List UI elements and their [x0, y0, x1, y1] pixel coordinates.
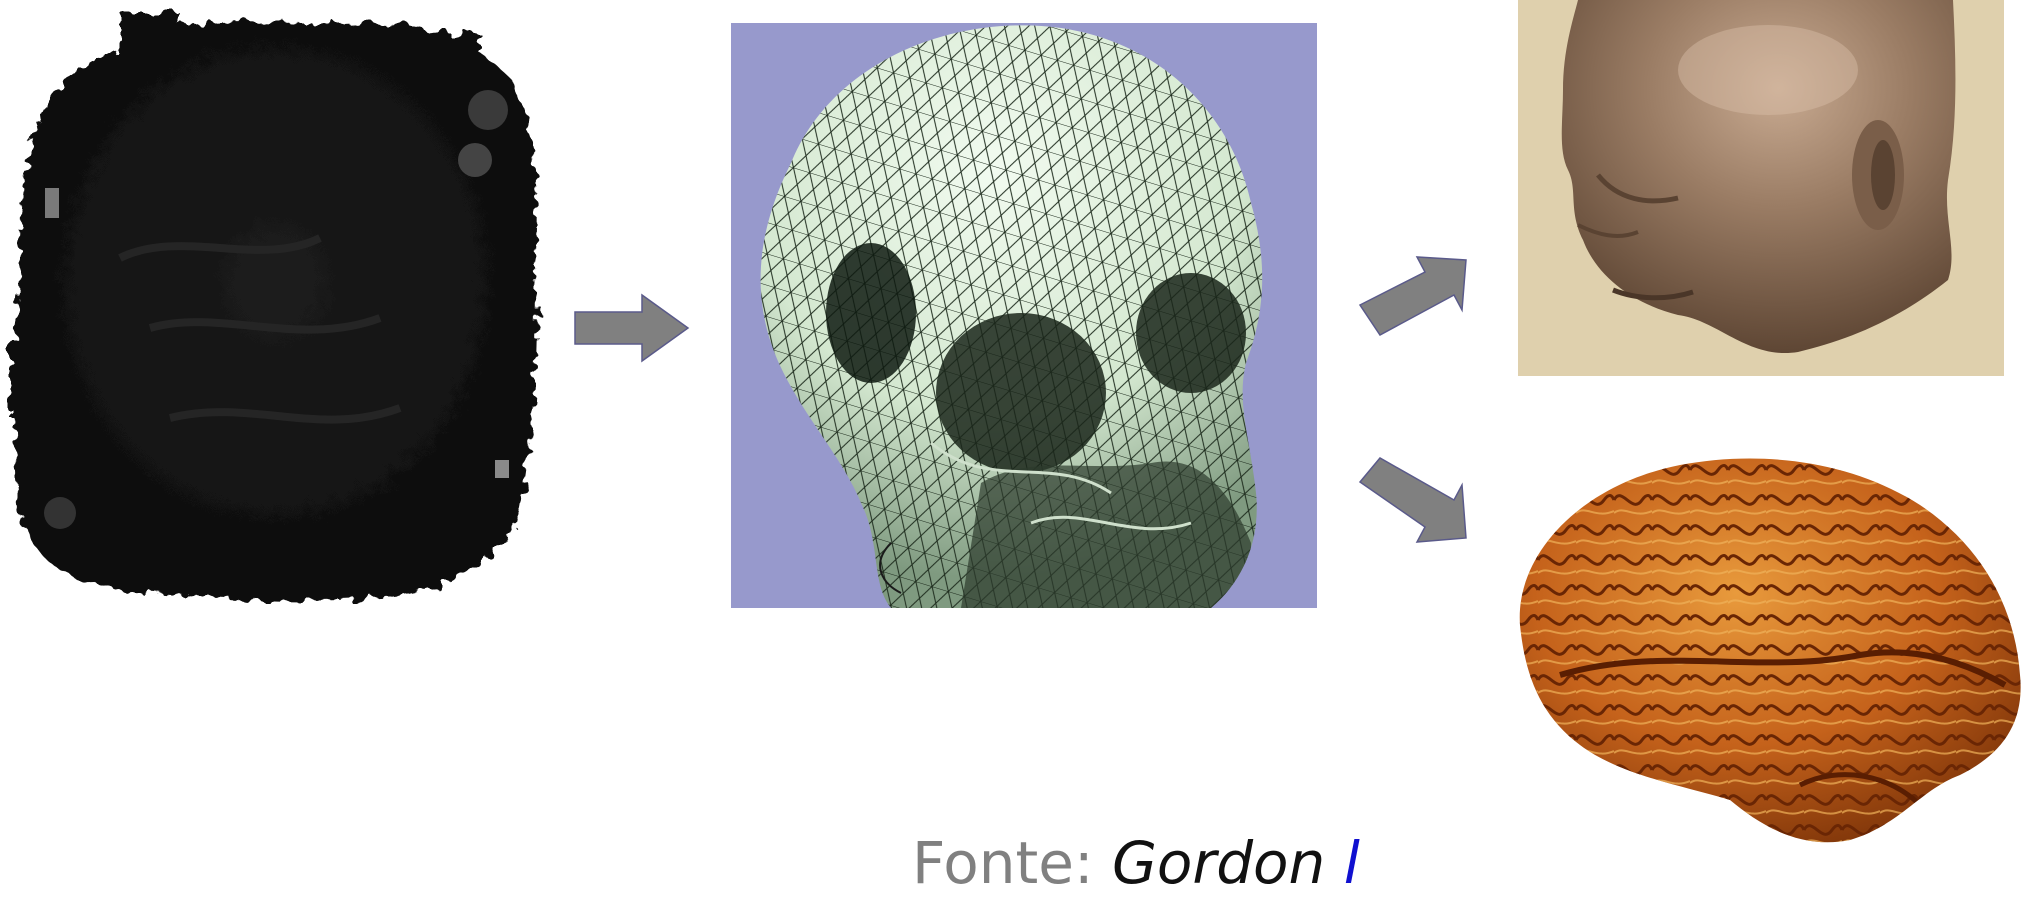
right-arrow — [570, 290, 690, 370]
up-right-arrow — [1350, 240, 1480, 350]
source-caption: Fonte: Gordon l — [912, 828, 1360, 898]
brain-surface-image — [1500, 455, 2025, 850]
caption-link[interactable]: l — [1344, 829, 1360, 897]
caption-source: Gordon — [1112, 829, 1325, 897]
ct-volume-graphic — [0, 8, 548, 604]
down-right-arrow-icon — [1350, 450, 1480, 560]
caption-prefix: Fonte: — [912, 829, 1094, 897]
up-right-arrow-icon — [1350, 240, 1480, 350]
brain-surface-graphic — [1500, 455, 2025, 850]
down-right-arrow — [1350, 450, 1480, 560]
ct-volume-image — [0, 8, 548, 604]
skull-mesh-graphic — [731, 23, 1317, 608]
head-surface-graphic — [1518, 0, 2004, 376]
head-surface-image — [1518, 0, 2004, 376]
right-arrow-icon — [570, 290, 690, 370]
skull-mesh-image — [731, 23, 1317, 608]
